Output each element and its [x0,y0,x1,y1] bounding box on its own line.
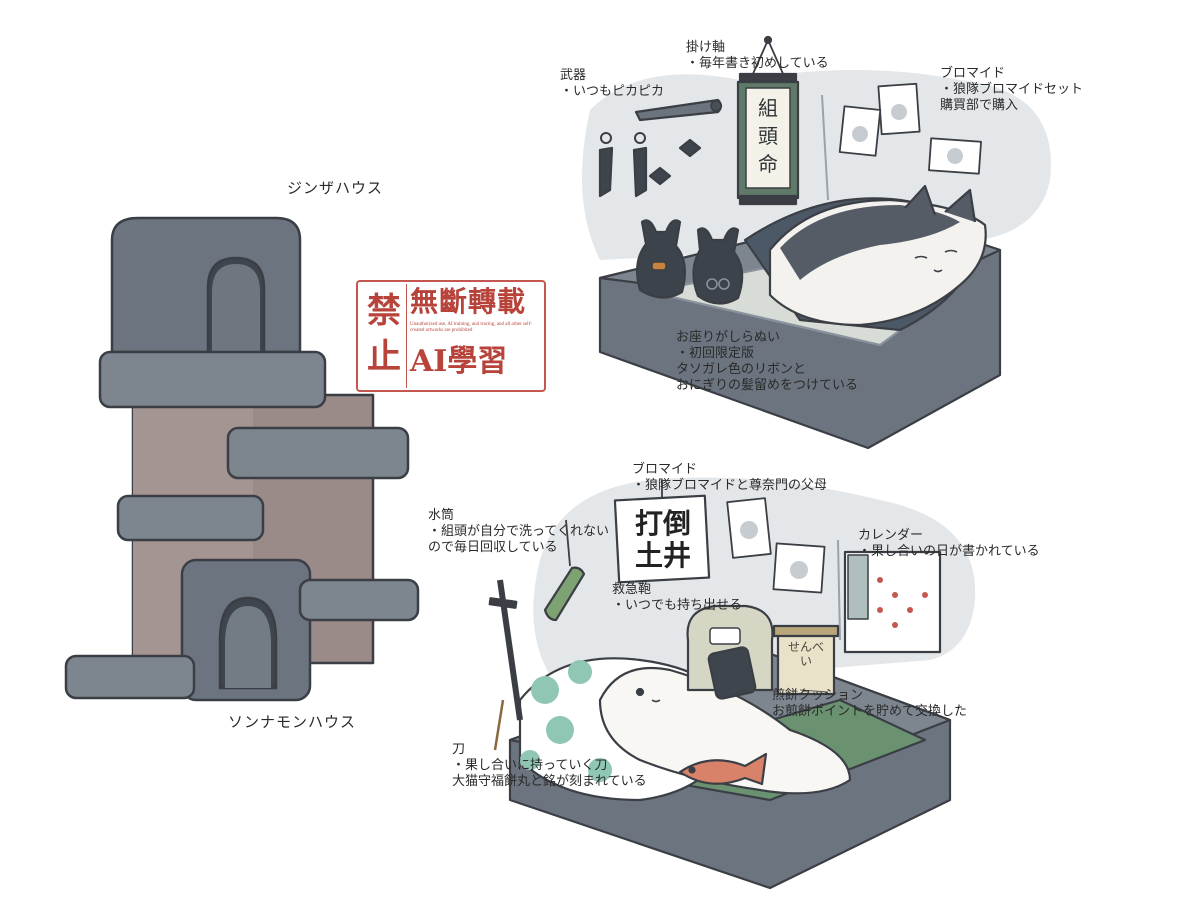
poster [613,480,711,584]
tower-platform-right [298,578,420,622]
fish-cushion [678,752,768,786]
sleeping-cat [768,184,987,327]
wall-calendar [843,550,942,654]
annotation-bromide-1: ブロマイド ・狼隊ブロマイドセット 購買部で購入 [940,66,1083,114]
annotation-weapons-title: 武器 [560,68,587,83]
annotation-scroll: 掛け軸 ・毎年書き初めしている [686,40,829,72]
annotation-calendar-title: カレンダー [858,528,924,543]
tablet [707,646,757,700]
jinza-house [110,216,302,354]
wall-weapons [598,98,723,198]
hanging-scroll [736,35,800,206]
annotation-sword-line: 大猫守福餅丸と銘が刻まれている [452,774,647,789]
annotation-cushion-title: 煎餅クッション [772,688,864,703]
annotation-first-aid: 救急鞄 ・いつでも持ち出せる [612,582,742,614]
annotation-plush-line: タソガレ色のリボンと [676,362,807,377]
annotation-water-bottle-title: 水筒 [428,508,455,523]
stamp-bottom-row: AI學習 [410,344,508,379]
annotation-calendar: カレンダー ・果し合いの日が書かれている [858,528,1040,560]
wall-bromides-2 [726,497,826,594]
white-cat [598,666,852,795]
annotation-bromide-1-line: 購買部で購入 [940,98,1019,113]
jinza-room [582,35,1051,450]
tower-platform-middle [226,426,410,480]
cat-tower [64,216,420,702]
annotation-scroll-line: ・毎年書き初めしている [686,56,829,71]
annotation-bromide-2-title: ブロマイド [632,462,698,477]
annotation-calendar-line: ・果し合いの日が書かれている [858,544,1040,559]
tower-platform-left [116,494,265,542]
senbei-box-label: せんべい [788,640,825,668]
annotation-first-aid-line: ・いつでも持ち出せる [612,598,743,613]
annotation-scroll-title: 掛け軸 [686,40,726,55]
annotation-first-aid-title: 救急鞄 [612,582,652,597]
stamp-top-row: 無斷轉載 [410,285,527,318]
annotation-sword-line: ・果し合いに持っていく刀 [452,758,608,773]
annotation-water-bottle-line: ので毎日回収している [428,540,558,555]
annotation-bromide-1-title: ブロマイド [940,66,1006,81]
annotation-sword-title: 刀 [452,742,466,757]
scroll-calligraphy: 組頭命 [758,96,778,176]
no-reprint-stamp: 禁止 無斷轉載 Unauthorized use, AI training, a… [356,280,546,392]
annotation-plush-line: ・初回限定版 [676,346,755,361]
stamp-fine-print: Unauthorized use, AI training, and traci… [410,322,532,333]
annotation-weapons-line: ・いつもピカピカ [560,84,665,99]
poster-calligraphy: 打倒土井 [634,507,691,572]
katana [488,579,523,751]
stamp-left-chars: 禁止 [367,291,401,377]
water-bottle [543,519,586,622]
sonnamon-house [180,558,312,702]
senbei-box [772,624,840,696]
annotation-plush-line: お座りがしらぬい [676,330,781,345]
annotation-plush: お座りがしらぬい ・初回限定版 タソガレ色のリボンと おにぎりの髪留めをつけてい… [676,330,858,394]
annotation-bromide-2: ブロマイド ・狼隊ブロマイドと尊奈門の父母 [632,462,827,494]
annotation-cushion-line: お煎餅ポイントを貯めて交換した [772,704,968,719]
tower-platform-top [98,350,327,409]
sonnamon-room [488,477,976,890]
wall-bromides [838,82,982,175]
annotation-plush-line: おにぎりの髪留めをつけている [676,378,859,393]
annotation-weapons: 武器 ・いつもピカピカ [560,68,664,100]
annotation-sword: 刀 ・果し合いに持っていく刀 大猫守福餅丸と銘が刻まれている [452,742,647,790]
sonnamon-house-label: ソンナモンハウス [228,713,357,731]
annotation-cushion: 煎餅クッション お煎餅ポイントを貯めて交換した [772,688,967,720]
annotation-bromide-2-line: ・狼隊ブロマイドと尊奈門の父母 [632,478,828,493]
jinza-house-label: ジンザハウス [287,179,384,197]
annotation-water-bottle: 水筒 ・組頭が自分で洗ってくれない ので毎日回収している [428,508,609,556]
tower-platform-bottom [64,654,196,700]
annotation-water-bottle-line: ・組頭が自分で洗ってくれない [428,524,609,539]
plush-figures [635,219,744,305]
leader-lines [799,689,829,693]
annotation-bromide-1-line: ・狼隊ブロマイドセット [940,82,1084,97]
